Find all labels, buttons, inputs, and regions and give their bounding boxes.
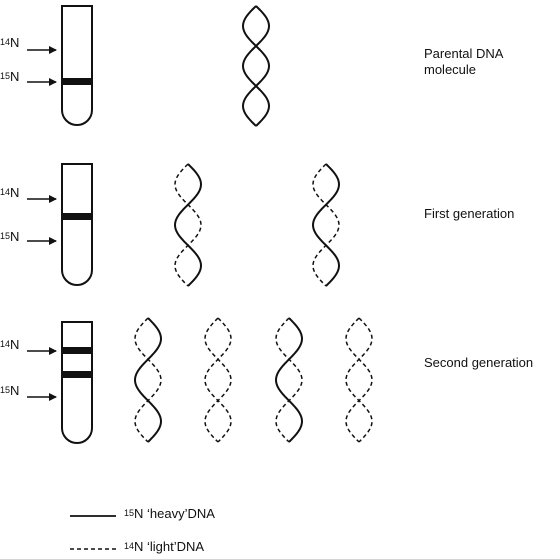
legend-heavy-label: 15N ‘heavy’DNA bbox=[124, 506, 215, 521]
label-15n-row2: 15N bbox=[0, 229, 20, 244]
dna-helix-row3-2 bbox=[204, 317, 232, 443]
label-14n-row3: 14N bbox=[0, 337, 20, 352]
band-15n-parental bbox=[62, 78, 92, 85]
dna-helix-row3-1 bbox=[133, 317, 163, 443]
label-14n-row2: 14N bbox=[0, 185, 20, 200]
caption-second-generation: Second generation bbox=[424, 355, 533, 371]
centrifuge-tube-parental bbox=[61, 5, 93, 126]
caption-parental-line2: molecule bbox=[424, 62, 477, 77]
dna-helix-row2-2 bbox=[311, 163, 341, 287]
light-strand bbox=[312, 163, 340, 287]
heavy-strand bbox=[274, 317, 304, 443]
dna-helix-row3-3 bbox=[274, 317, 304, 443]
heavy-strand bbox=[133, 317, 163, 443]
band-light-second-generation bbox=[62, 371, 92, 378]
caption-first-generation: First generation bbox=[424, 206, 514, 222]
heavy-strand bbox=[173, 163, 203, 287]
centrifuge-tube-second-generation bbox=[61, 321, 93, 444]
caption-parental-line1: Parental DNA bbox=[424, 46, 504, 61]
caption-parental: Parental DNA molecule bbox=[424, 46, 503, 78]
label-15n-row3: 15N bbox=[0, 383, 20, 398]
label-15n-row1: 15N bbox=[0, 69, 20, 84]
band-hybrid-second-generation bbox=[62, 347, 92, 354]
legend-light-label: 14N ‘light’DNA bbox=[124, 539, 205, 554]
heavy-strand bbox=[311, 163, 341, 287]
light-strand bbox=[204, 317, 232, 443]
light-strand bbox=[275, 317, 303, 443]
heavy-strand bbox=[241, 5, 271, 127]
label-14n-row1: 14N bbox=[0, 35, 20, 50]
dna-helix-row2-1 bbox=[173, 163, 203, 287]
dna-helix-row3-4 bbox=[345, 317, 373, 443]
band-hybrid-first-generation bbox=[62, 213, 92, 220]
caption-second-generation-line1: Second generation bbox=[424, 355, 534, 370]
helix-layer bbox=[133, 5, 373, 443]
heavy-strand bbox=[241, 5, 271, 127]
light-strand bbox=[345, 317, 373, 443]
light-strand bbox=[204, 317, 232, 443]
light-strand bbox=[174, 163, 202, 287]
dna-helix-row1-1 bbox=[241, 5, 271, 127]
caption-first-generation-line1: First generation bbox=[424, 206, 515, 221]
centrifuge-tube-first-generation bbox=[61, 163, 93, 286]
light-strand bbox=[134, 317, 162, 443]
light-strand bbox=[345, 317, 373, 443]
